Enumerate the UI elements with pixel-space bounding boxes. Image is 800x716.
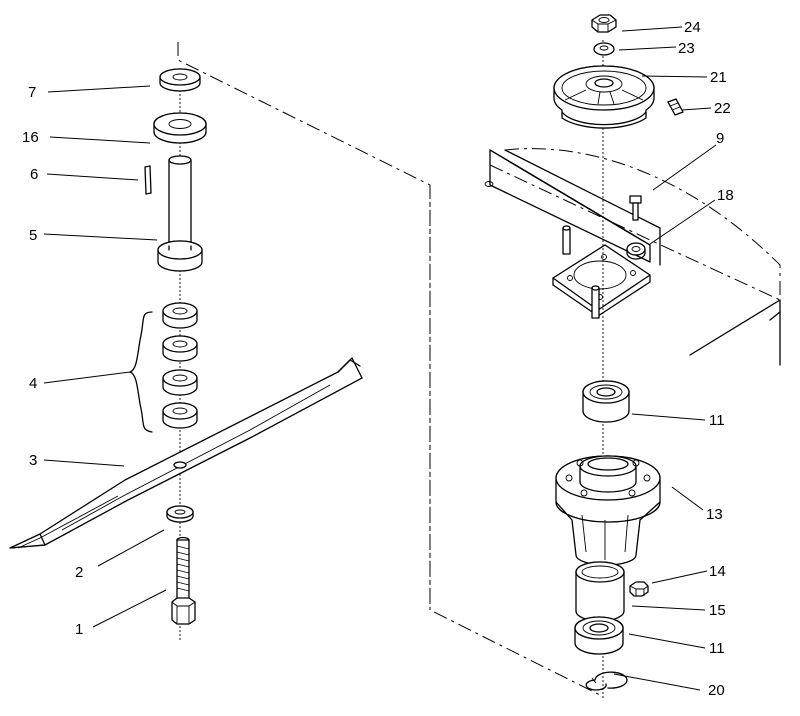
callout-22: 22 [714,100,731,117]
nut-14 [629,581,649,597]
spacer-15 [575,561,625,622]
callout-9: 9 [716,130,724,147]
washer-18 [626,242,646,260]
washer-2 [166,505,194,523]
callout-4: 4 [29,375,37,392]
callout-11-top: 11 [709,412,725,429]
callout-1: 1 [75,621,83,638]
callout-3: 3 [29,452,37,469]
callout-5: 5 [29,227,37,244]
key-6 [144,165,152,195]
callout-7: 7 [28,84,36,101]
washer-16 [153,112,207,144]
spindle-housing-13 [555,455,661,566]
callout-18: 18 [717,187,734,204]
spindle-shaft-5 [157,155,203,272]
callout-24: 24 [684,19,701,36]
deck-plate [484,149,781,366]
pulley-21 [553,65,655,129]
bolt-1 [171,536,196,625]
key-22 [667,98,684,116]
washer-23 [593,42,615,56]
callout-6: 6 [30,166,38,183]
nut-24 [591,14,617,33]
callout-2: 2 [75,564,83,581]
snap-ring-20 [585,671,628,691]
callout-16: 16 [22,129,39,146]
blade-3 [9,357,363,549]
spacers-4 [162,302,198,429]
bearing-11-bottom [574,616,624,655]
callout-13: 13 [706,506,723,523]
bolt-9 [629,195,642,221]
brace-4 [129,311,153,433]
mounting-bracket [552,225,651,319]
callout-15: 15 [709,602,726,619]
callout-11-bottom: 11 [709,640,725,657]
callout-23: 23 [678,40,695,57]
callout-14: 14 [709,563,726,580]
callout-21: 21 [710,69,727,86]
washer-7 [159,68,201,92]
bearing-11-top [582,380,630,423]
callout-labels: 7 16 6 5 4 3 2 1 24 23 21 22 9 18 11 13 … [22,19,734,699]
callout-20: 20 [708,682,725,699]
deck-outline [177,42,781,696]
leader-lines [43,26,717,691]
